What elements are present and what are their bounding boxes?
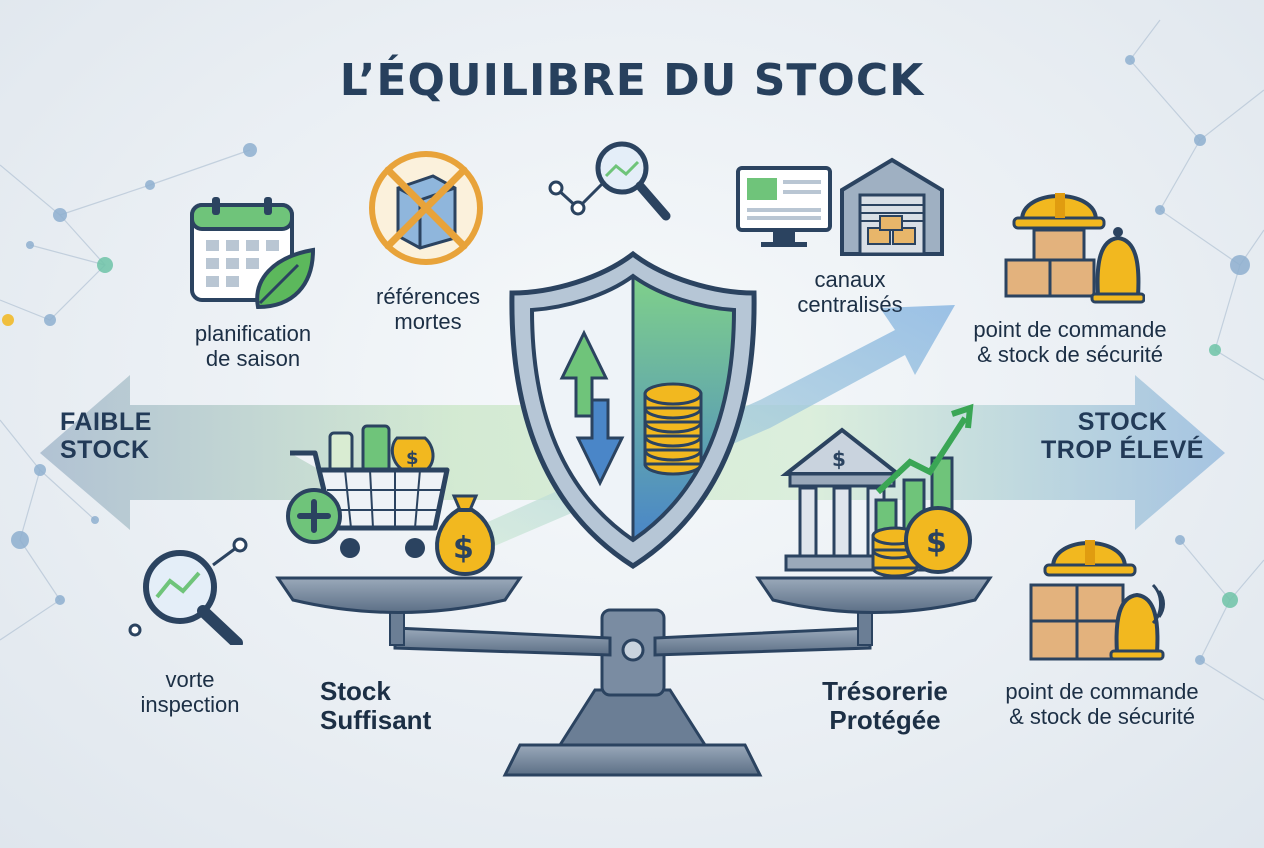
references-line-2: mortes	[394, 308, 462, 334]
inspection-line-1: vorte	[165, 667, 215, 692]
tresorerie-label: Trésorerie Protégée	[800, 676, 970, 736]
inspection-label: vorte inspection	[110, 667, 270, 717]
references-label: références mortes	[348, 284, 508, 334]
calendar-leaf-icon	[190, 197, 316, 310]
point-commande-bottom-label: point de commande & stock de sécurité	[982, 679, 1222, 729]
tresorerie-line-2: Protégée	[829, 705, 941, 736]
svg-text:$: $	[926, 525, 947, 560]
magnifier-chart-icon	[548, 141, 671, 221]
planification-label: planification de saison	[168, 321, 338, 371]
growth-chart-icon: $	[871, 403, 974, 578]
point-top-line-2: & stock de sécurité	[977, 341, 1163, 367]
high-stock-line-1: STOCK	[1077, 408, 1168, 436]
svg-text:$: $	[832, 447, 846, 471]
point-commande-top-label: point de commande & stock de sécurité	[950, 317, 1190, 367]
hardhat-box-bell-icon	[1004, 193, 1145, 304]
plus-icon	[286, 488, 342, 544]
money-bag-icon: $	[435, 494, 495, 577]
stock-suffisant-line-2: Suffisant	[320, 705, 432, 736]
planification-line-2: de saison	[205, 345, 301, 371]
planification-line-1: planification	[194, 321, 312, 346]
point-bottom-line-1: point de commande	[1005, 679, 1199, 704]
point-bottom-line-2: & stock de sécurité	[1009, 703, 1195, 729]
high-stock-line-2: TROP ÉLEVÉ	[1041, 436, 1204, 464]
high-stock-label: STOCK TROP ÉLEVÉ	[1035, 408, 1210, 464]
no-stock-icon	[369, 151, 483, 265]
coins-icon	[643, 382, 703, 476]
stock-suffisant-label: Stock Suffisant	[320, 676, 470, 736]
svg-text:$: $	[453, 531, 474, 566]
magnifier-inspection-icon	[128, 537, 248, 645]
computer-icon	[736, 166, 832, 247]
low-stock-label: FAIBLE STOCK	[60, 408, 152, 464]
point-top-line-1: point de commande	[973, 317, 1167, 342]
shield-icon	[509, 250, 757, 569]
references-line-1: références	[376, 284, 480, 309]
svg-text:$: $	[406, 448, 419, 469]
tresorerie-line-1: Trésorerie	[822, 676, 948, 706]
warehouse-icon	[840, 157, 944, 256]
page-title: L’ÉQUILIBRE DU STOCK	[339, 55, 925, 106]
hardhat-box-bell-icon-2	[1029, 540, 1165, 661]
stock-suffisant-line-1: Stock	[320, 676, 391, 706]
inspection-line-2: inspection	[140, 691, 240, 717]
low-stock-line-1: FAIBLE	[60, 408, 152, 436]
canaux-line-1: canaux	[814, 267, 886, 292]
low-stock-line-2: STOCK	[60, 436, 150, 464]
canaux-label: canaux centralisés	[770, 267, 930, 317]
canaux-line-2: centralisés	[797, 291, 903, 317]
